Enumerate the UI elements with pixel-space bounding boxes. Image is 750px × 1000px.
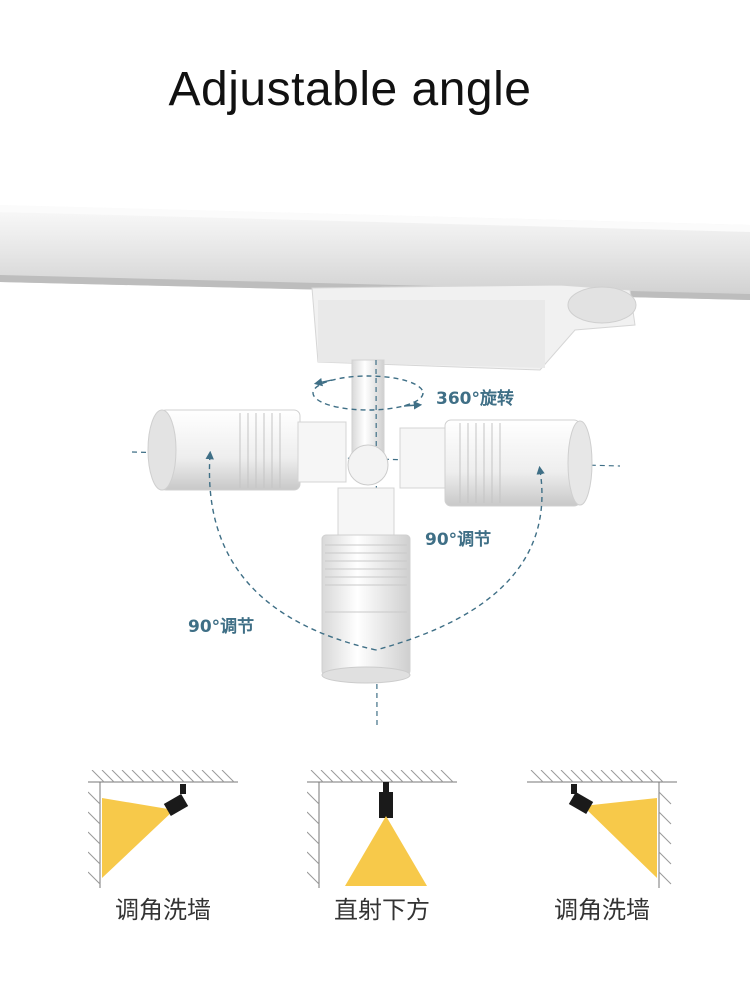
rotate-360-label: 360°旋转	[436, 389, 514, 409]
wall-wash-left-icon	[88, 770, 238, 888]
track-rail	[0, 205, 750, 300]
rotation-arrow	[312, 375, 424, 411]
track-adapter	[311, 284, 637, 371]
right-lamp-head	[399, 419, 593, 507]
track-light-illustration	[0, 205, 750, 726]
tilt-right-label: 90°调节	[425, 530, 492, 550]
page-title: Adjustable angle	[168, 63, 532, 116]
pivot-knuckle	[347, 444, 389, 486]
scene-label-downlight: 直射下方	[334, 896, 430, 924]
scene-label-wall-wash-left: 调角洗墙	[115, 896, 211, 924]
downlight-icon	[307, 770, 457, 888]
tilt-left-label: 90°调节	[188, 617, 255, 637]
tilt-arc-right	[375, 465, 545, 651]
left-lamp-head	[147, 409, 347, 491]
scene-label-wall-wash-right: 调角洗墙	[554, 896, 650, 924]
tilt-arc-left	[205, 450, 377, 651]
wall-wash-right-icon	[527, 770, 677, 888]
center-lamp-head	[321, 487, 411, 684]
